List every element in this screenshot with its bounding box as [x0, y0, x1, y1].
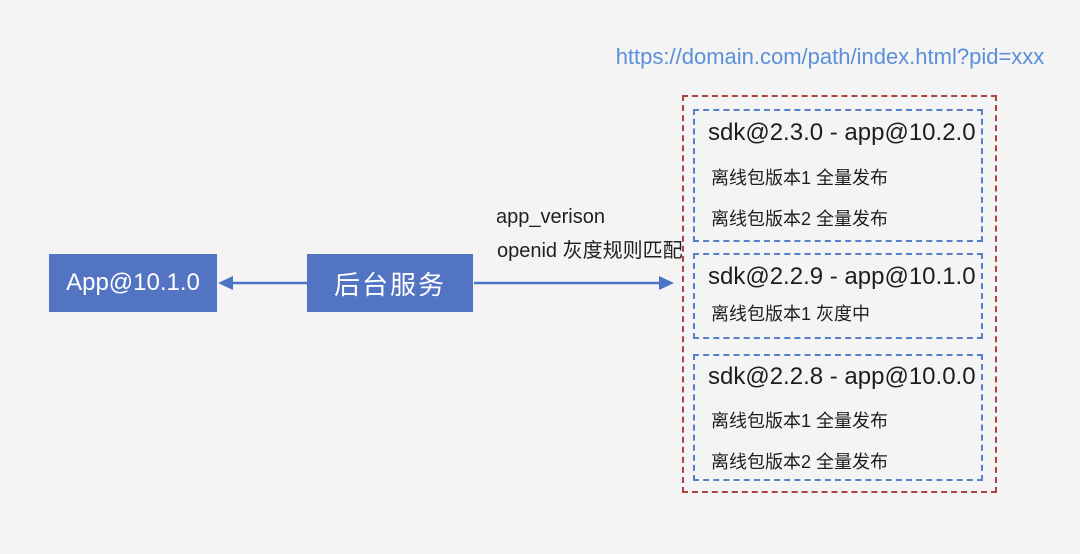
node-app-label: App@10.1.0: [66, 269, 200, 296]
arrow-backend-to-panel: [474, 276, 674, 290]
arrow-label-openid-gray-rule: openid 灰度规则匹配: [497, 240, 683, 262]
arrow-label-app-version: app_verison: [496, 206, 605, 228]
version-group-sdk-2-2-9: sdk@2.2.9 - app@10.1.0 离线包版本1 灰度中: [693, 253, 983, 339]
offline-package-status: 离线包版本1 灰度中: [711, 304, 871, 324]
version-group-title: sdk@2.2.8 - app@10.0.0: [708, 363, 976, 390]
version-group-sdk-2-2-8: sdk@2.2.8 - app@10.0.0 离线包版本1 全量发布 离线包版本…: [693, 354, 983, 481]
version-group-title: sdk@2.2.9 - app@10.1.0: [708, 263, 976, 290]
offline-package-status: 离线包版本2 全量发布: [711, 209, 889, 229]
release-panel: sdk@2.3.0 - app@10.2.0 离线包版本1 全量发布 离线包版本…: [682, 95, 997, 493]
arrow-backend-to-app: [218, 276, 307, 290]
version-group-title: sdk@2.3.0 - app@10.2.0: [708, 119, 976, 146]
offline-package-status: 离线包版本1 全量发布: [711, 168, 889, 188]
offline-package-status: 离线包版本1 全量发布: [711, 411, 889, 431]
url-caption: https://domain.com/path/index.html?pid=x…: [615, 44, 1045, 69]
node-backend-label: 后台服务: [333, 269, 446, 300]
offline-package-status: 离线包版本2 全量发布: [711, 452, 889, 472]
node-app-version: App@10.1.0: [49, 254, 217, 312]
node-backend-service: 后台服务: [307, 254, 473, 312]
version-group-sdk-2-3-0: sdk@2.3.0 - app@10.2.0 离线包版本1 全量发布 离线包版本…: [693, 109, 983, 242]
